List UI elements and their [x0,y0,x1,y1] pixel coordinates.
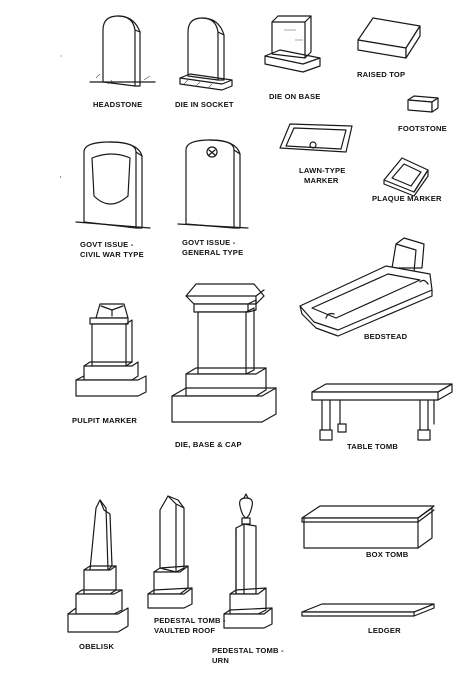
obelisk-drawing [67,499,129,633]
label-pedestal-urn-line2: URN [212,656,230,665]
box-tomb-drawing [301,505,435,549]
label-die-base-cap: DIE, BASE & CAP [175,440,242,449]
label-govt-general-line1: GOVT ISSUE - [182,238,236,247]
pedestal-vaulted-drawing [147,495,193,609]
ledger-drawing [301,603,435,617]
label-govt-civil-war-line2: CIVIL WAR TYPE [80,250,144,259]
plaque-marker-drawing [383,157,429,197]
label-footstone: FOOTSTONE [398,124,447,133]
govt-general-drawing [177,139,249,229]
label-pedestal-vaulted-line2: VAULTED ROOF [154,626,216,635]
label-raised-top: RAISED TOP [357,70,406,79]
footstone-drawing [407,95,439,113]
label-box-tomb: BOX TOMB [366,550,409,559]
label-pedestal-urn-line1: PEDESTAL TOMB - [212,646,284,655]
label-die-in-socket: DIE IN SOCKET [175,100,234,109]
label-ledger: LEDGER [368,626,401,635]
stray-marks [59,55,62,179]
table-tomb-drawing [311,383,453,441]
pedestal-urn-drawing [223,493,273,629]
die-in-socket-drawing [179,17,233,91]
pulpit-marker-drawing [75,303,147,397]
die-base-cap-drawing [171,283,277,423]
label-table-tomb: TABLE TOMB [347,442,399,451]
label-plaque-marker: PLAQUE MARKER [372,194,442,203]
label-pulpit-marker: PULPIT MARKER [72,416,138,425]
raised-top-drawing [357,17,421,59]
label-bedstead: BEDSTEAD [364,332,408,341]
bedstead-drawing [299,237,433,337]
lawn-type-marker-drawing [279,123,353,153]
label-govt-civil-war-line1: GOVT ISSUE - [80,240,134,249]
label-pedestal-vaulted-line1: PEDESTAL TOMB - [154,616,226,625]
label-lawn-type-marker-line2: MARKER [304,176,339,185]
label-headstone: HEADSTONE [93,100,143,109]
label-lawn-type-marker-line1: LAWN-TYPE [299,166,346,175]
headstone-drawing [89,15,156,87]
die-on-base-drawing [264,15,321,73]
label-obelisk: OBELISK [79,642,115,651]
govt-civil-war-drawing [75,141,151,229]
label-die-on-base: DIE ON BASE [269,92,321,101]
label-govt-general-line2: GENERAL TYPE [182,248,244,257]
